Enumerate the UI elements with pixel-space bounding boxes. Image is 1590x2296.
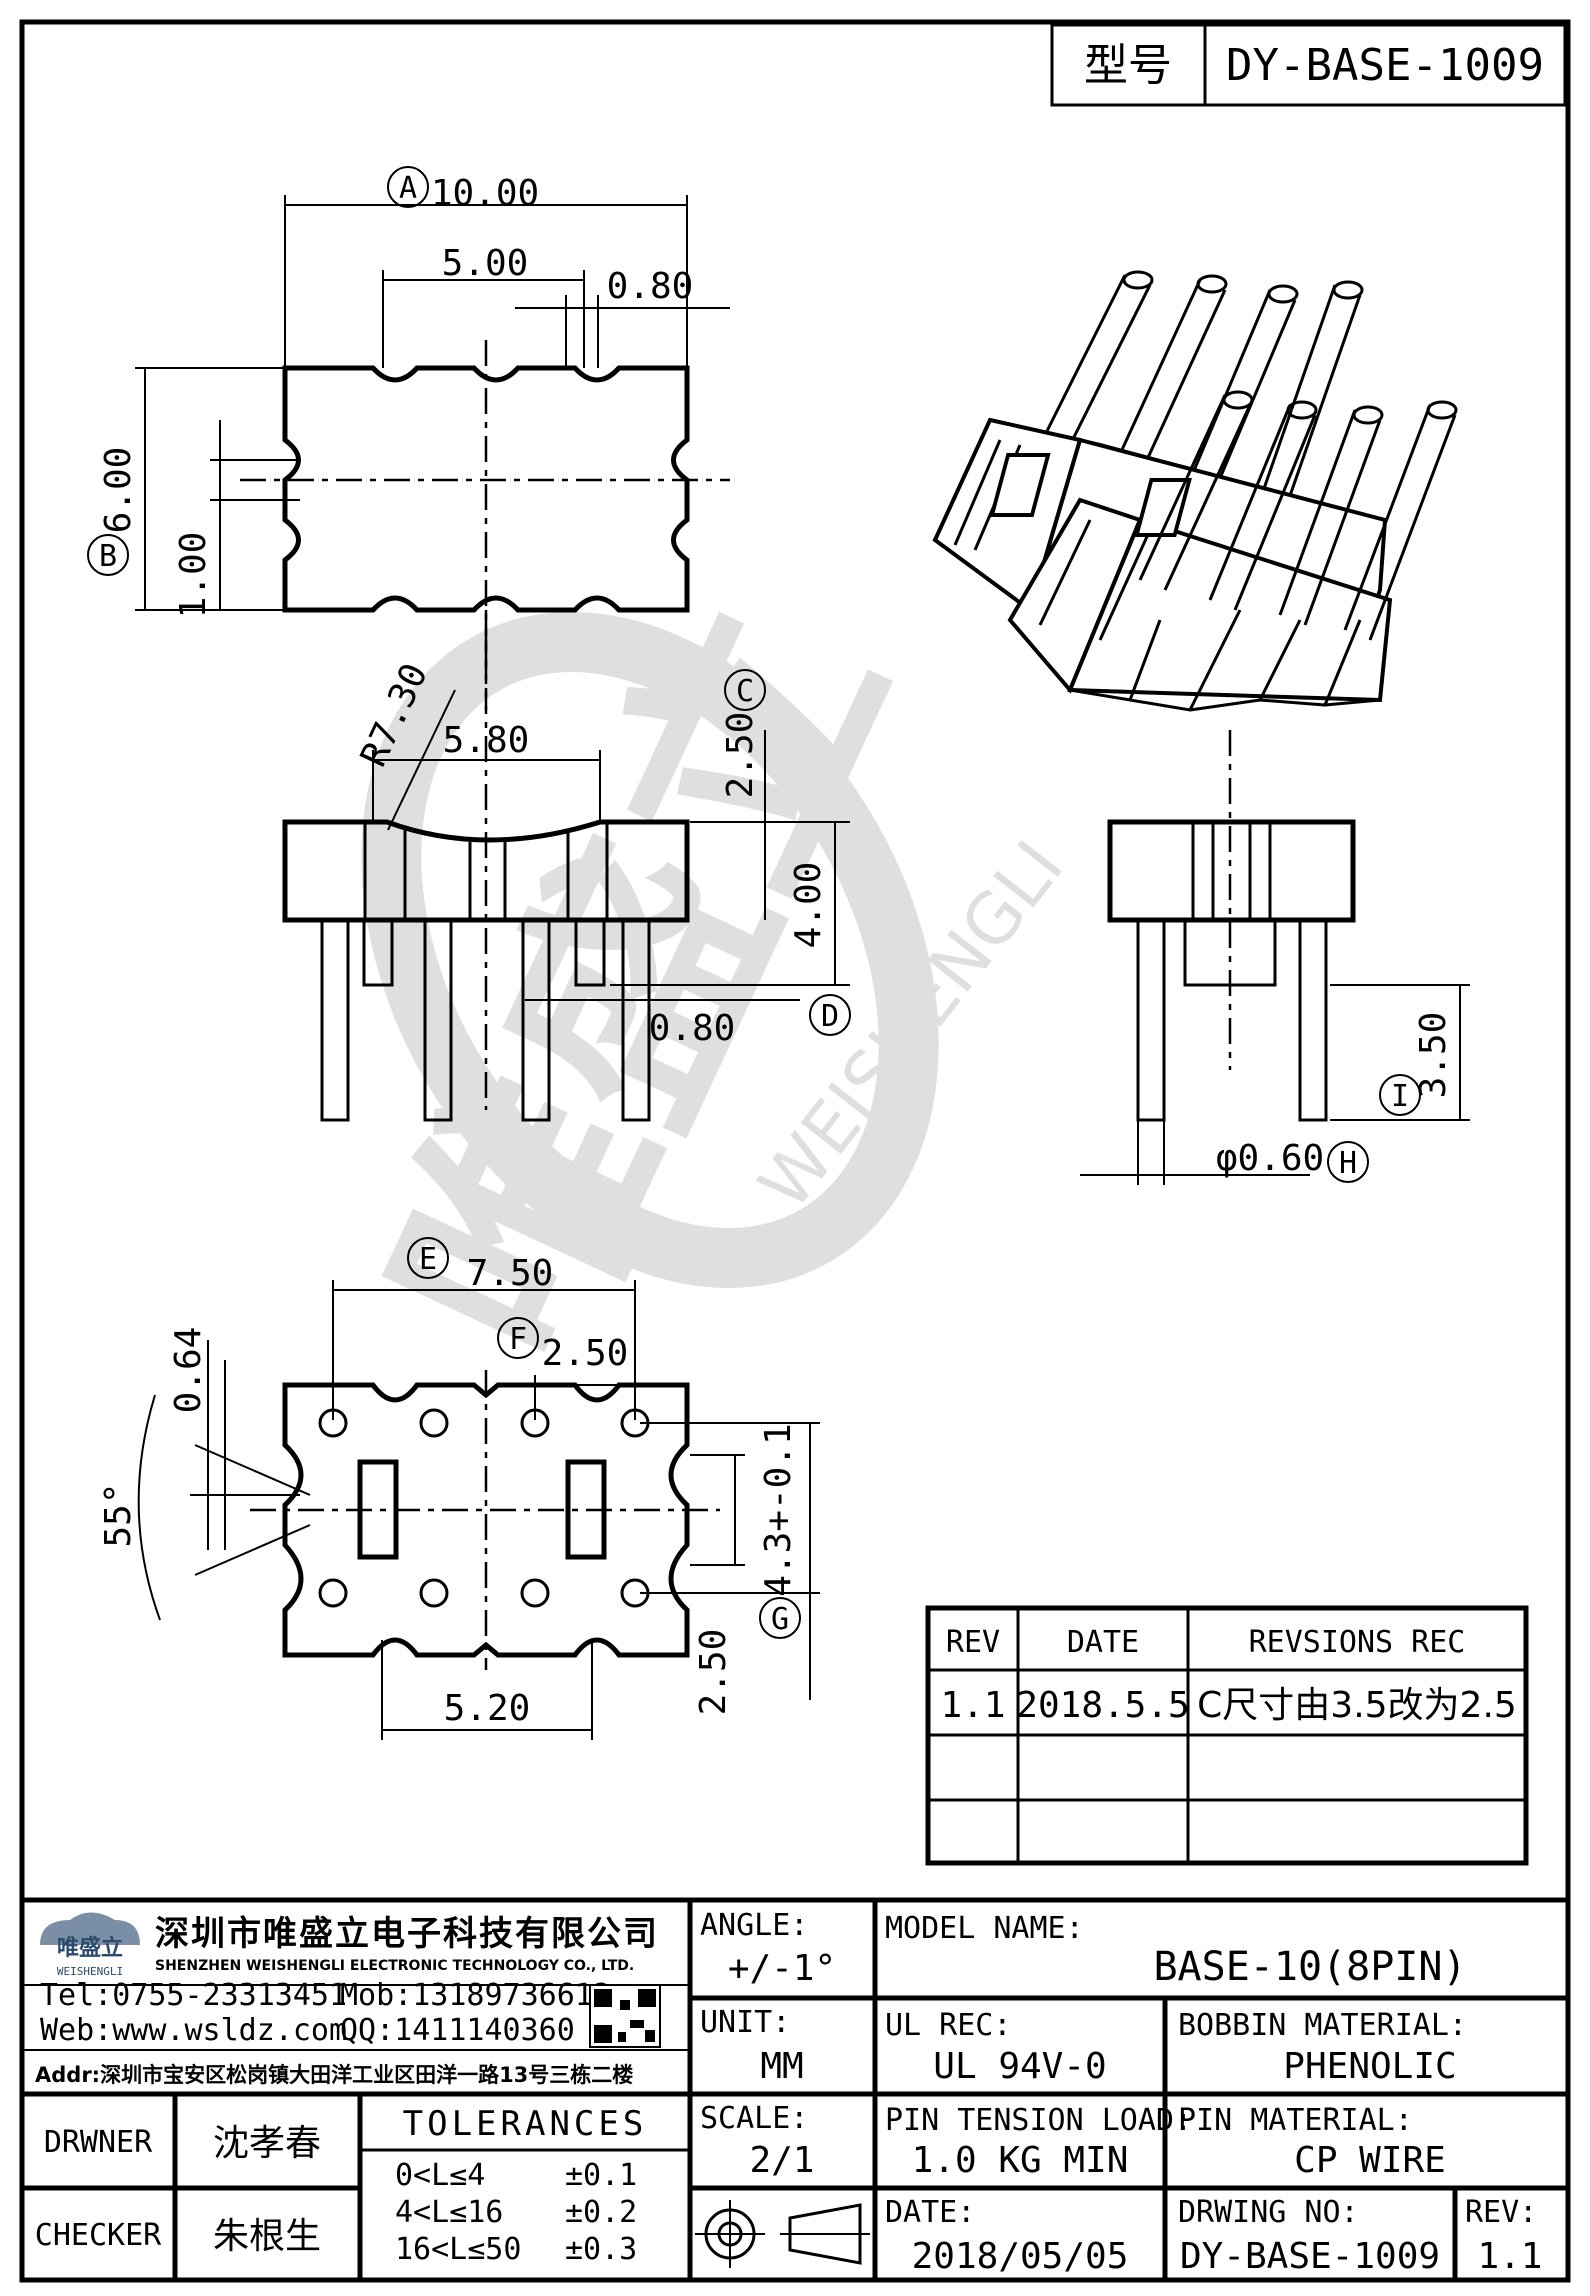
- dim-h-letter: H: [1339, 1146, 1357, 1181]
- dim-400: 4.00: [788, 862, 829, 949]
- checker-value: 朱根生: [213, 2216, 321, 2257]
- ul-label: UL REC:: [885, 2008, 1011, 2043]
- dim-g-letter: G: [771, 1602, 789, 1637]
- dim-g: 2.50: [693, 1629, 734, 1716]
- sheet-border: [19, 19, 1571, 2283]
- company-tel: Tel:0755-23313451: [40, 1978, 347, 2013]
- front-view-body: [282, 819, 690, 923]
- projection-symbol-icon: [695, 2200, 870, 2268]
- company-qq: QQ:1411140360: [340, 2013, 575, 2048]
- rev-row-rec: C尺寸由3.5改为2.5: [1197, 1685, 1517, 1726]
- dim-580: 5.80: [443, 720, 530, 761]
- qr-code-icon: [589, 1984, 661, 2048]
- dim-c-letter: C: [736, 674, 754, 709]
- dim-520: 5.20: [444, 1688, 531, 1729]
- company-addr: Addr:深圳市宝安区松岗镇大田洋工业区田洋一路13号三栋二楼: [35, 2063, 633, 2087]
- dim-100: 1.00: [173, 532, 214, 619]
- top-view: A 10.00 5.00 0.80 6.00 B 1.00: [87, 166, 730, 710]
- dim-a: 10.00: [431, 173, 539, 214]
- title-box: 型号 DY-BASE-1009: [1050, 23, 1567, 107]
- rev-row-date: 2018.5.5: [1016, 1685, 1189, 1726]
- drawing-label: DRWING NO:: [1178, 2195, 1359, 2230]
- dim-d-letter: D: [821, 999, 839, 1034]
- drawing-value: DY-BASE-1009: [1180, 2236, 1440, 2277]
- checker-label: CHECKER: [35, 2218, 162, 2253]
- dim-a-letter: A: [399, 171, 417, 206]
- company-name-en: SHENZHEN WEISHENGLI ELECTRONIC TECHNOLOG…: [155, 1958, 634, 1974]
- side-view: 3.50 I φ0.60 H: [1080, 730, 1470, 1185]
- title-block: 唯盛立 WEISHENGLI 深圳市唯盛立电子科技有限公司 SHENZHEN W…: [22, 1897, 1568, 2280]
- dim-43: 4.3+-0.1: [758, 1423, 799, 1596]
- pin-tension-label: PIN TENSION LOAD:: [885, 2103, 1192, 2138]
- company-logo: 唯盛立 WEISHENGLI: [40, 1912, 140, 1978]
- dim-f: 2.50: [542, 1333, 629, 1374]
- rev-header-date: DATE: [1067, 1625, 1139, 1660]
- model-value: BASE-10(8PIN): [1153, 1944, 1466, 1990]
- rev-header-rev: REV: [946, 1625, 1000, 1660]
- dim-064: 0.64: [168, 1327, 209, 1414]
- dim-i-letter: I: [1391, 1079, 1409, 1114]
- dim-d: 0.80: [649, 1008, 736, 1049]
- unit-value: MM: [760, 2046, 803, 2087]
- tol-range-1: 4<L≤16: [395, 2195, 503, 2230]
- company-name-cn: 深圳市唯盛立电子科技有限公司: [155, 1914, 659, 1954]
- angle-value: +/-1°: [728, 1948, 836, 1989]
- title-box-value: DY-BASE-1009: [1226, 40, 1544, 91]
- title-box-label: 型号: [1084, 40, 1172, 91]
- logo-text: 唯盛立: [57, 1935, 123, 1961]
- rev-label: REV:: [1465, 2195, 1537, 2230]
- pin-tension-value: 1.0 KG MIN: [912, 2140, 1129, 2181]
- tol-range-0: 0<L≤4: [395, 2158, 485, 2193]
- dim-i: 3.50: [1413, 1012, 1454, 1099]
- dim-h: φ0.60: [1216, 1138, 1324, 1179]
- dim-e: 7.50: [467, 1253, 554, 1294]
- dim-c: 2.50: [720, 712, 761, 799]
- rev-header-rec: REVSIONS REC: [1249, 1625, 1466, 1660]
- angle-label: ANGLE:: [700, 1908, 808, 1943]
- bottom-view: E 7.50 F 2.50 0.64 55° 4.3+-0.1 G 2.50: [98, 1237, 820, 1740]
- drawer-value: 沈孝春: [213, 2123, 321, 2164]
- dim-angle: 55°: [98, 1482, 139, 1547]
- tol-value-0: ±0.1: [565, 2158, 637, 2193]
- drawer-label: DRWNER: [44, 2125, 153, 2160]
- ul-value: UL 94V-0: [933, 2046, 1106, 2087]
- bobbin-label: BOBBIN MATERIAL:: [1178, 2008, 1467, 2043]
- company-web: Web:www.wsldz.com: [40, 2013, 347, 2048]
- dim-5: 5.00: [442, 243, 529, 284]
- tol-range-2: 16<L≤50: [395, 2232, 521, 2267]
- isometric-view: [932, 270, 1458, 712]
- pin-material-label: PIN MATERIAL:: [1178, 2103, 1413, 2138]
- revision-table: REV DATE REVSIONS REC 1.1 2018.5.5 C尺寸由3…: [925, 1605, 1529, 1866]
- side-view-body: [1107, 819, 1356, 923]
- scale-value: 2/1: [749, 2140, 814, 2181]
- rev-value: 1.1: [1477, 2236, 1542, 2277]
- scale-label: SCALE:: [700, 2101, 808, 2136]
- unit-label: UNIT:: [700, 2005, 790, 2040]
- model-label: MODEL NAME:: [885, 1911, 1084, 1946]
- company-mob: Mob:13189736612: [340, 1978, 611, 2013]
- date-value: 2018/05/05: [912, 2236, 1129, 2277]
- logo-sub: WEISHENGLI: [57, 1965, 123, 1978]
- dim-f-letter: F: [509, 1322, 527, 1357]
- top-view-outline: [282, 365, 690, 613]
- date-label: DATE:: [885, 2195, 975, 2230]
- tol-label: TOLERANCES: [403, 2104, 648, 2144]
- pin-material-value: CP WIRE: [1294, 2140, 1446, 2181]
- tol-value-2: ±0.3: [565, 2232, 637, 2267]
- dim-080: 0.80: [607, 266, 694, 307]
- bobbin-value: PHENOLIC: [1283, 2046, 1456, 2087]
- dim-b-letter: B: [99, 539, 117, 574]
- dim-e-letter: E: [419, 1242, 437, 1277]
- dim-b: 6.00: [98, 447, 139, 534]
- tol-value-1: ±0.2: [565, 2195, 637, 2230]
- rev-row-rev: 1.1: [940, 1685, 1005, 1726]
- bottom-view-outline: [282, 1382, 690, 1658]
